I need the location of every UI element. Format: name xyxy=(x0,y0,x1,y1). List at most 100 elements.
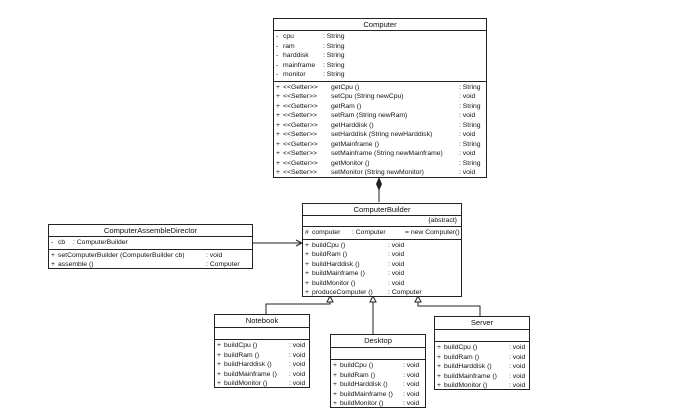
member-vis: + xyxy=(437,344,441,351)
class-name: Desktop xyxy=(331,335,425,348)
member-type: : String xyxy=(323,61,345,69)
member-ret: : void xyxy=(388,270,405,277)
method-compartment: +buildCpu (): void+buildRam (): void+bui… xyxy=(215,340,309,390)
member-name: mainframe xyxy=(283,61,316,69)
member-vis: + xyxy=(217,380,221,387)
class-desktop[interactable]: Desktop +buildCpu (): void+buildRam (): … xyxy=(330,334,426,408)
class-notebook[interactable]: Notebook +buildCpu (): void+buildRam ():… xyxy=(214,314,310,388)
class-computer-builder[interactable]: ComputerBuilder {abstract} #computer: Co… xyxy=(302,203,462,297)
member-sig: setMonitor (String newMonitor) xyxy=(331,169,424,176)
method-row: +buildRam (): void xyxy=(305,250,461,260)
method-row: +produceComputer (): Computer xyxy=(305,288,461,298)
member-vis: - xyxy=(276,42,279,50)
method-row: +buildMonitor (): void xyxy=(305,279,461,289)
member-vis: + xyxy=(437,363,441,370)
member-ret: : void xyxy=(403,371,420,379)
member-ret: : void xyxy=(289,342,306,349)
member-ret: : void xyxy=(289,370,306,378)
member-sig: produceComputer () xyxy=(312,289,373,296)
member-sig: setHarddisk (String newHarddisk) xyxy=(331,131,433,138)
member-sig: buildMonitor () xyxy=(340,400,384,407)
member-name: cpu xyxy=(283,33,294,40)
attribute-row: -monitor: String xyxy=(276,70,486,80)
member-vis: - xyxy=(51,239,54,246)
member-sig: buildMonitor () xyxy=(444,382,488,389)
member-ret: : void xyxy=(509,344,526,351)
method-row: +buildHarddisk (): void xyxy=(437,362,529,372)
class-computer-assemble-director[interactable]: ComputerAssembleDirector -cb: ComputerBu… xyxy=(48,224,253,269)
method-compartment: +buildCpu (): void+buildRam (): void+bui… xyxy=(435,342,529,392)
member-ret: : String xyxy=(459,83,481,91)
member-type: : String xyxy=(323,33,345,40)
member-vis: + xyxy=(305,241,309,249)
member-vis: + xyxy=(305,289,309,296)
method-row: +<<Setter>>setMonitor (String newMonitor… xyxy=(276,168,486,178)
member-sig: buildHarddisk () xyxy=(444,363,492,370)
class-server[interactable]: Server +buildCpu (): void+buildRam (): v… xyxy=(434,316,530,390)
member-vis: + xyxy=(305,260,309,268)
member-stereo: <<Setter>> xyxy=(283,150,318,157)
generalization-triangle-icon xyxy=(326,294,334,303)
member-stereo: <<Getter>> xyxy=(283,140,318,148)
method-row: +buildMainframe (): void xyxy=(437,372,529,382)
method-row: +buildMonitor (): void xyxy=(437,381,529,391)
member-vis: + xyxy=(276,159,280,167)
method-row: +setComputerBuilder (ComputerBuilder cb)… xyxy=(51,251,252,261)
member-vis: + xyxy=(333,390,337,398)
member-sig: getMainframe () xyxy=(331,140,379,148)
method-row: +buildRam (): void xyxy=(437,353,529,363)
member-ret: : String xyxy=(459,140,481,148)
method-row: +buildMonitor (): void xyxy=(217,379,309,389)
member-type: : ComputerBuilder xyxy=(73,239,128,246)
member-vis: # xyxy=(305,229,309,236)
member-sig: getMonitor () xyxy=(331,159,370,167)
member-vis: + xyxy=(276,140,280,148)
member-ret: : void xyxy=(403,400,420,407)
method-compartment: +buildCpu (): void+buildRam (): void +bui… xyxy=(331,360,425,410)
member-sig: buildHarddisk () xyxy=(312,260,360,268)
member-sig: buildMonitor () xyxy=(224,380,268,387)
member-vis: + xyxy=(276,121,280,129)
generalization-triangle-icon xyxy=(369,294,377,303)
method-row: +buildMainframe (): void xyxy=(217,370,309,380)
member-sig: setMainframe (String newMainframe) xyxy=(331,150,443,157)
member-vis: + xyxy=(51,261,55,268)
member-vis: + xyxy=(217,351,221,359)
member-sig: assemble () xyxy=(58,261,94,268)
member-name: harddisk xyxy=(283,52,309,59)
method-row: +<<Setter>>setRam (String newRam): void xyxy=(276,111,486,121)
attribute-row: -cpu: String xyxy=(276,32,486,42)
member-vis: + xyxy=(437,372,441,380)
member-name: monitor xyxy=(283,71,306,78)
method-row: +<<Getter>>getRam (): String xyxy=(276,102,486,112)
method-row: +<<Getter>>getMonitor (): String xyxy=(276,159,486,169)
member-vis: - xyxy=(276,52,279,59)
member-sig: buildMainframe () xyxy=(444,372,497,380)
member-vis: + xyxy=(276,169,280,176)
member-name: computer xyxy=(312,229,341,236)
method-row: +buildCpu (): void xyxy=(437,343,529,353)
member-name: ram xyxy=(283,42,295,50)
member-type: : Computer xyxy=(352,229,386,236)
method-row: +buildCpu (): void xyxy=(333,361,425,371)
member-sig: buildMainframe () xyxy=(224,370,277,378)
member-vis: + xyxy=(51,251,55,259)
member-sig: buildMainframe () xyxy=(312,270,365,277)
member-ret: : void xyxy=(403,381,420,388)
class-computer[interactable]: Computer -cpu: String-ram: String-harddi… xyxy=(273,18,487,178)
method-row: +<<Setter>>setHarddisk (String newHarddi… xyxy=(276,130,486,140)
member-ret: : void xyxy=(206,251,223,259)
member-ret: : void xyxy=(509,353,526,361)
member-stereo: <<Getter>> xyxy=(283,83,318,91)
member-sig: buildRam () xyxy=(224,351,260,359)
member-ret: : void xyxy=(459,131,476,138)
member-ret: : void xyxy=(289,361,306,368)
composition-diamond-icon xyxy=(376,177,382,191)
method-row: +buildCpu (): void xyxy=(305,241,461,251)
abstract-stereotype: {abstract} xyxy=(428,217,457,224)
method-row: +buildRam (): void xyxy=(333,371,425,381)
attribute-compartment xyxy=(215,328,309,340)
member-name: cb xyxy=(58,239,66,246)
attribute-compartment xyxy=(331,348,425,360)
